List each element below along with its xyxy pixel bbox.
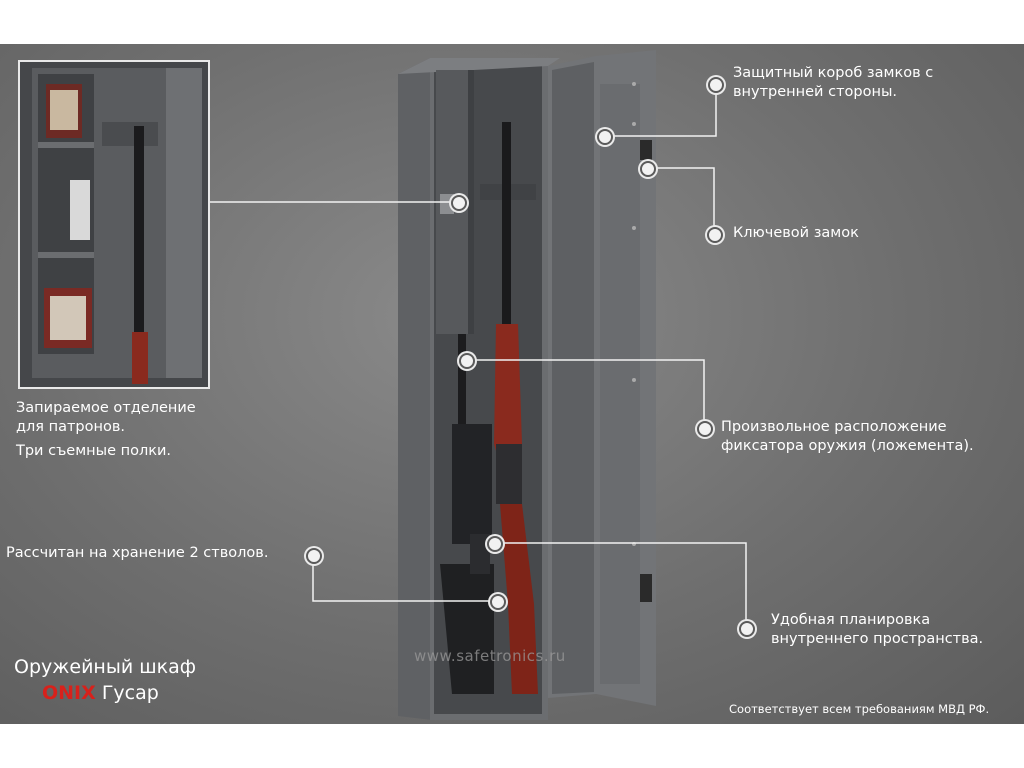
rifle-receiver-1 (452, 424, 492, 544)
callout-dot-layout-source (487, 536, 503, 552)
door-lock-box (600, 84, 640, 684)
brand-model-name: Гусар (101, 682, 159, 704)
callout-key-lock-text: Ключевой замок (733, 225, 859, 241)
callout-lock-box-text: Защитный короб замков с внутренней сторо… (733, 64, 933, 102)
callout-dot-mount-source (459, 353, 475, 369)
callout-ammo-line1: Запираемое отделение (16, 400, 196, 416)
callout-dot-lock-box-source (597, 129, 613, 145)
rifle-barrel-2 (502, 122, 511, 332)
callout-dot-key-lock (707, 227, 723, 243)
brand-model: ONIX Гусар (42, 682, 159, 704)
callout-dot-capacity-source (490, 594, 506, 610)
callout-ammo-text: Запираемое отделение для патронов. Три с… (16, 399, 196, 461)
ammo-compartment-inset (18, 60, 210, 389)
callout-lines (206, 84, 747, 628)
callout-mount-line1: Произвольное расположение (721, 419, 947, 435)
callout-ammo-line2: для патронов. (16, 419, 126, 435)
callout-layout-text: Удобная планировка внутреннего пространс… (771, 611, 983, 649)
callout-dot-layout (739, 621, 755, 637)
callout-dot-key-lock-source (640, 161, 656, 177)
lower-lock (640, 574, 652, 602)
brand-title: Оружейный шкаф (14, 656, 196, 678)
watermark: www.safetronics.ru (414, 647, 566, 665)
rifle-forend-2 (494, 324, 522, 464)
callout-mount-line2: фиксатора оружия (ложемента). (721, 438, 974, 454)
rifle-barrel-1 (458, 334, 466, 484)
callout-dot-ammo-source (451, 195, 467, 211)
compliance-note: Соответствует всем требованиям МВД РФ. (729, 702, 990, 716)
callout-shelves-line: Три съемные полки. (16, 443, 172, 459)
rifle-stock-2 (500, 504, 538, 694)
callout-layout-line2: внутреннего пространства. (771, 631, 984, 647)
key-lock (640, 140, 652, 160)
callout-capacity-text: Рассчитан на хранение 2 стволов. (6, 545, 269, 561)
callout-dot-lock-box (708, 77, 724, 93)
diagram-panel: Защитный короб замков с внутренней сторо… (0, 44, 1024, 724)
inset-barrel (134, 126, 144, 336)
rifle-stock-1 (440, 564, 494, 694)
callout-layout-line1: Удобная планировка (771, 612, 931, 628)
ammo-box-2 (70, 180, 90, 240)
callout-lock-box-line2: внутренней стороны. (733, 84, 897, 100)
callout-lock-box-line1: Защитный короб замков с (733, 65, 934, 81)
callout-mount-text: Произвольное расположение фиксатора оруж… (721, 418, 974, 456)
callout-dot-capacity (306, 548, 322, 564)
cabinet-illustration (206, 50, 747, 720)
brand-onix-logo: ONIX (42, 682, 96, 704)
callout-dot-mount (697, 421, 713, 437)
